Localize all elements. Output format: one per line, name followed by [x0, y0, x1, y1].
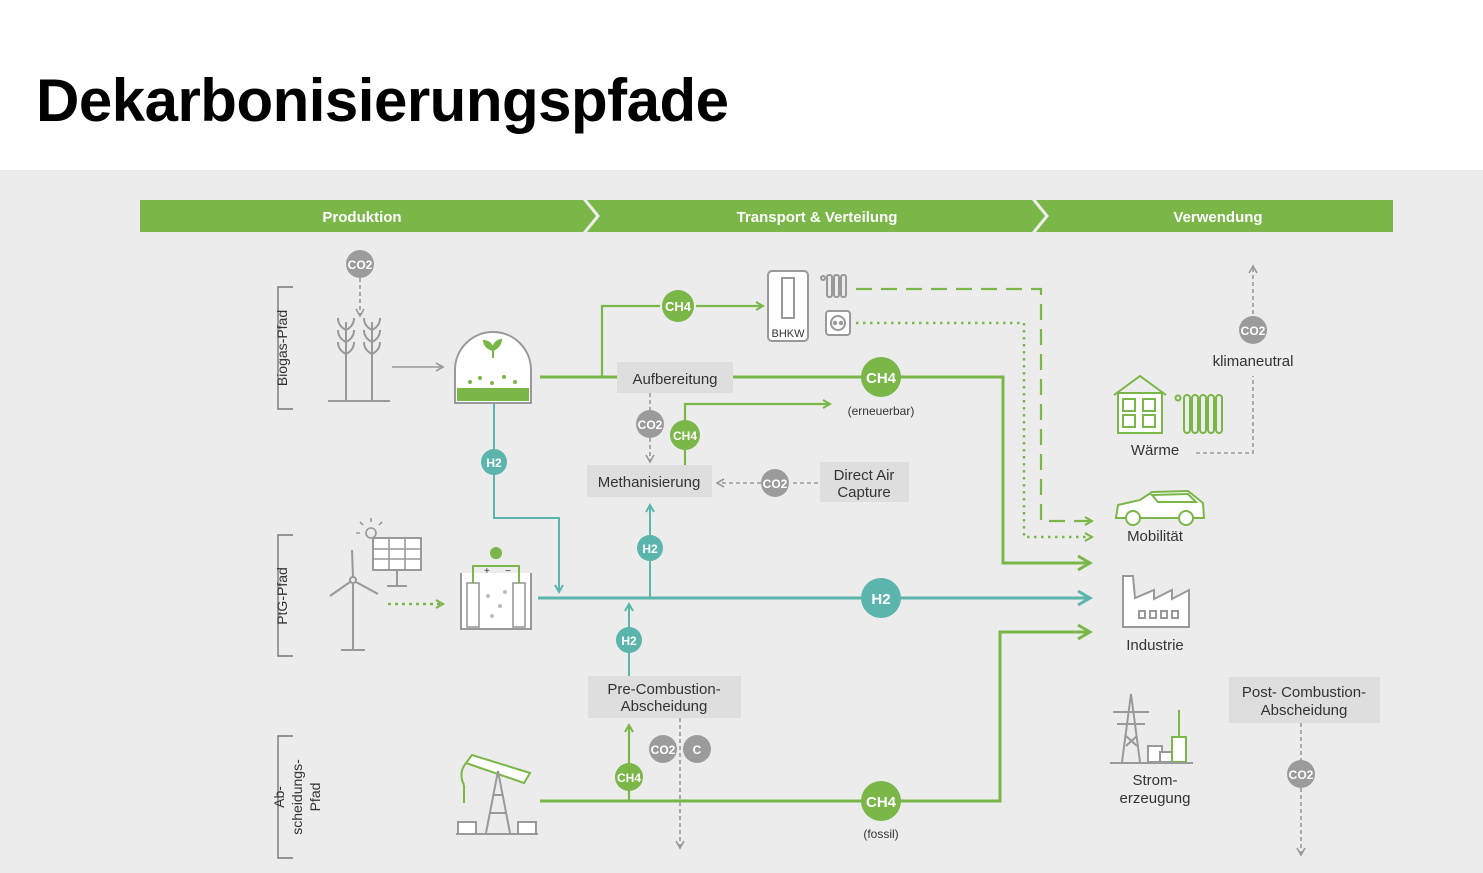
svg-text:BHKW: BHKW — [772, 328, 806, 340]
svg-text:CO2: CO2 — [763, 477, 788, 491]
co2-circle-precombustion: CO2 — [649, 735, 677, 763]
ch4-circle-renewable: CH4 — [861, 357, 901, 397]
biogas-digester-icon — [454, 331, 532, 404]
ch4-circle-methanation: CH4 — [670, 420, 700, 450]
svg-text:Post- Combustion-: Post- Combustion- — [1242, 684, 1366, 701]
svg-text:CH4: CH4 — [866, 370, 897, 387]
svg-text:CH4: CH4 — [866, 794, 897, 811]
radiator-icon — [1174, 394, 1223, 434]
postcombustion-box: Post- Combustion- Abscheidung — [1229, 677, 1380, 723]
car-icon — [1114, 489, 1206, 526]
svg-text:+: + — [484, 566, 490, 577]
svg-text:H2: H2 — [871, 591, 890, 608]
label-climate-neutral: klimaneutral — [1213, 353, 1294, 370]
co2-circle-biogas: CO2 — [346, 250, 374, 278]
factory-icon — [1122, 575, 1190, 628]
svg-text:H2: H2 — [642, 542, 658, 556]
page-title: Dekarbonisierungspfade — [36, 67, 729, 134]
header-usage: Verwendung — [1173, 209, 1262, 226]
svg-text:CO2: CO2 — [1241, 324, 1266, 338]
svg-text:−: − — [505, 566, 511, 577]
carbon-circle: C — [683, 735, 711, 763]
h2-circle-main: H2 — [861, 578, 901, 618]
label-heat: Wärme — [1131, 442, 1179, 459]
solar-panel-icon — [356, 518, 422, 587]
ch4-circle-fossil: CH4 — [861, 781, 901, 821]
svg-text:H2: H2 — [621, 634, 637, 648]
svg-text:H2: H2 — [486, 456, 502, 470]
svg-text:Abscheidung: Abscheidung — [621, 698, 708, 715]
label-power-gen-2: erzeugung — [1120, 790, 1191, 807]
label-industry: Industrie — [1126, 637, 1184, 654]
co2-circle-dac: CO2 — [761, 469, 789, 497]
direct-air-capture-box: Direct Air Capture — [820, 462, 909, 502]
socket-icon — [825, 310, 851, 336]
svg-text:CO2: CO2 — [1289, 768, 1314, 782]
precombustion-box: Pre-Combustion- Abscheidung — [588, 676, 741, 718]
co2-circle-neutral: CO2 — [1239, 316, 1267, 344]
label-renewable: (erneuerbar) — [848, 404, 915, 418]
power-dotted-line — [856, 321, 1092, 537]
co2-circle-upgrading: CO2 — [636, 410, 664, 438]
path-labels: Biogas-Pfad PtG-Pfad Ab- scheidungs- Pfa… — [271, 286, 323, 859]
diagram-panel: Produktion Transport & Verteilung Verwen… — [0, 170, 1483, 873]
co2-circle-postcombustion: CO2 — [1287, 760, 1315, 788]
svg-text:Direct Air: Direct Air — [834, 467, 895, 484]
svg-text:CO2: CO2 — [348, 258, 373, 272]
svg-text:CH4: CH4 — [665, 299, 692, 314]
header-transport: Transport & Verteilung — [737, 209, 898, 226]
wind-turbine-icon — [329, 549, 379, 651]
svg-text:CH4: CH4 — [617, 771, 641, 785]
bhkw-icon: BHKW — [767, 270, 809, 342]
svg-text:CH4: CH4 — [673, 429, 697, 443]
label-fossil: (fossil) — [863, 827, 898, 841]
label-biogas-path: Biogas-Pfad — [274, 310, 290, 386]
oil-pump-icon — [456, 753, 538, 835]
header-production: Produktion — [322, 209, 401, 226]
svg-text:Abscheidung: Abscheidung — [1261, 702, 1348, 719]
svg-text:Methanisierung: Methanisierung — [598, 474, 701, 491]
label-power-gen-1: Strom- — [1133, 772, 1178, 789]
svg-text:CO2: CO2 — [638, 418, 663, 432]
label-capture-path-1: Ab- — [271, 786, 287, 808]
power-plant-icon — [1110, 693, 1193, 764]
header-bar: Produktion Transport & Verteilung Verwen… — [140, 200, 1393, 232]
upgrading-box: Aufbereitung — [617, 362, 733, 393]
ch4-circle-bhkw: CH4 — [662, 290, 694, 322]
decarbonization-diagram: Produktion Transport & Verteilung Verwen… — [140, 200, 1393, 859]
svg-text:Pre-Combustion-: Pre-Combustion- — [607, 681, 720, 698]
house-icon — [1113, 374, 1167, 434]
radiator-small-icon — [820, 274, 847, 298]
svg-text:CO2: CO2 — [651, 743, 676, 757]
label-capture-path-3: Pfad — [307, 783, 323, 812]
ch4-circle-fossil-small: CH4 — [615, 763, 643, 791]
svg-text:C: C — [693, 743, 702, 757]
h2-circle-biogas: H2 — [481, 449, 507, 475]
label-capture-path-2: scheidungs- — [289, 759, 305, 835]
methanation-box: Methanisierung — [587, 465, 712, 497]
svg-text:Capture: Capture — [837, 484, 890, 501]
svg-text:Aufbereitung: Aufbereitung — [632, 371, 717, 388]
electrolyzer-icon: + − — [460, 547, 532, 630]
heat-dashed-line — [856, 287, 1092, 521]
h2-circle-methanation: H2 — [637, 535, 663, 561]
label-mobility: Mobilität — [1127, 528, 1184, 545]
h2-circle-precombustion: H2 — [616, 627, 642, 653]
label-ptg-path: PtG-Pfad — [274, 567, 290, 625]
wheat-icon — [328, 317, 390, 402]
